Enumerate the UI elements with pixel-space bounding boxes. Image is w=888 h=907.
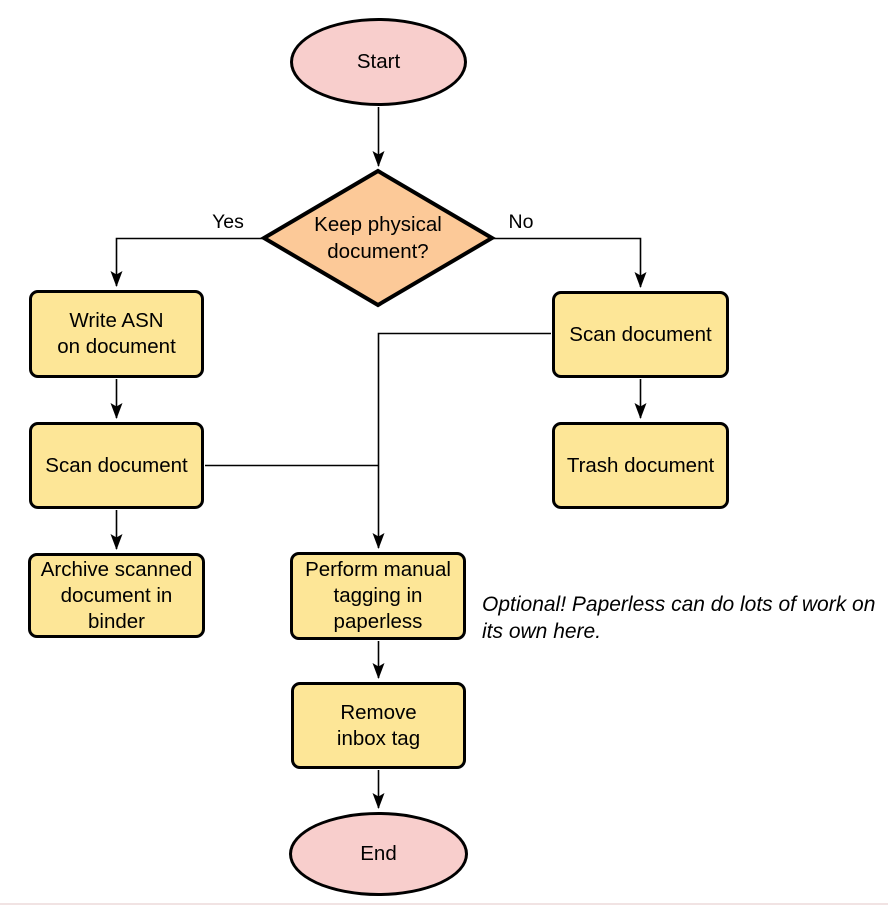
node-perform-manual-tagging: Perform manual tagging in paperless xyxy=(290,552,466,640)
node-archive-label: Archive scanned document in binder xyxy=(40,557,193,633)
node-decision-keep-physical-document: Keep physical document? xyxy=(288,171,468,305)
decision-diamond-shape xyxy=(260,168,496,308)
node-remove-inbox-tag: Remove inbox tag xyxy=(291,682,466,769)
edge-decision-yes xyxy=(110,237,263,287)
node-start-label: Start xyxy=(356,50,401,73)
node-decision-label: Keep physical document? xyxy=(314,213,442,263)
node-scan-document-left: Scan document xyxy=(29,422,204,509)
node-write-asn-on-document: Write ASN on document xyxy=(29,290,204,378)
node-archive-scanned-document: Archive scanned document in binder xyxy=(28,553,205,638)
node-remove-label: Remove inbox tag xyxy=(336,700,421,750)
node-tagging-label: Perform manual tagging in paperless xyxy=(305,558,451,633)
node-write-asn-label: Write ASN on document xyxy=(57,309,176,358)
node-scan-right-label: Scan document xyxy=(569,322,712,346)
optional-note: Optional! Paperless can do lots of work … xyxy=(482,593,876,643)
node-trash-label: Trash document xyxy=(566,453,715,477)
edge-scanright-tagging xyxy=(372,332,551,549)
node-end-label: End xyxy=(360,842,397,865)
edge-label-no: No xyxy=(508,210,534,233)
canvas-bottom-border xyxy=(0,903,888,905)
node-end: End xyxy=(289,812,468,896)
edge-decision-no xyxy=(493,237,647,288)
node-trash-document: Trash document xyxy=(552,422,729,509)
node-scan-left-label: Scan document xyxy=(45,453,188,477)
edge-label-yes: Yes xyxy=(212,210,244,233)
node-start: Start xyxy=(290,18,467,106)
node-scan-document-right: Scan document xyxy=(552,291,729,378)
